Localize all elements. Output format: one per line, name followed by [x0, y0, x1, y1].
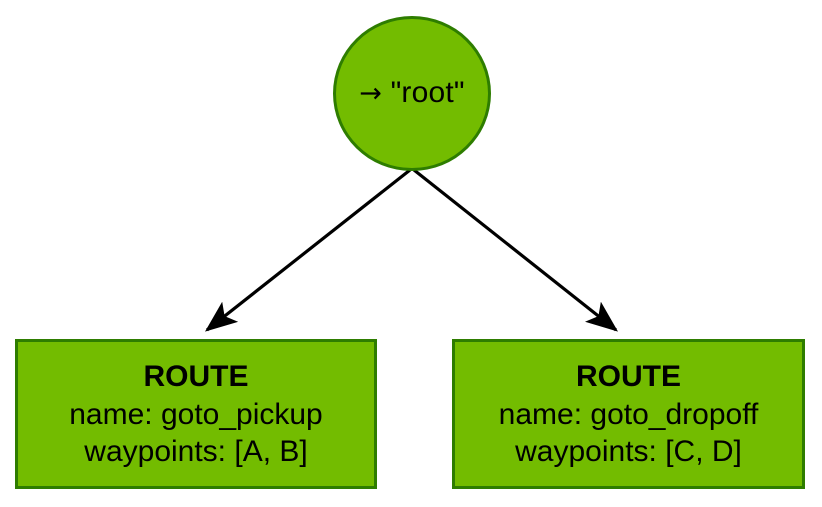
node-route-right-field-waypoints: waypoints: [C, D] [515, 435, 742, 468]
node-root[interactable]: → "root" [333, 16, 491, 171]
edge-root-to-route-right [413, 168, 619, 332]
node-root-name: "root" [390, 76, 465, 109]
node-route-goto-dropoff[interactable]: ROUTE name: goto_dropoff waypoints: [C, … [452, 339, 805, 489]
arrow-right-icon: → [359, 78, 383, 109]
node-route-goto-pickup[interactable]: ROUTE name: goto_pickup waypoints: [A, B… [15, 339, 377, 489]
node-root-label: → "root" [359, 76, 465, 111]
edge-root-to-route-left [204, 168, 411, 332]
node-route-right-title: ROUTE [576, 360, 681, 393]
node-route-right-field-name: name: goto_dropoff [498, 398, 759, 431]
node-route-left-title: ROUTE [143, 360, 249, 393]
node-route-left-field-waypoints: waypoints: [A, B] [84, 435, 308, 468]
node-route-left-field-name: name: goto_pickup [69, 398, 323, 431]
